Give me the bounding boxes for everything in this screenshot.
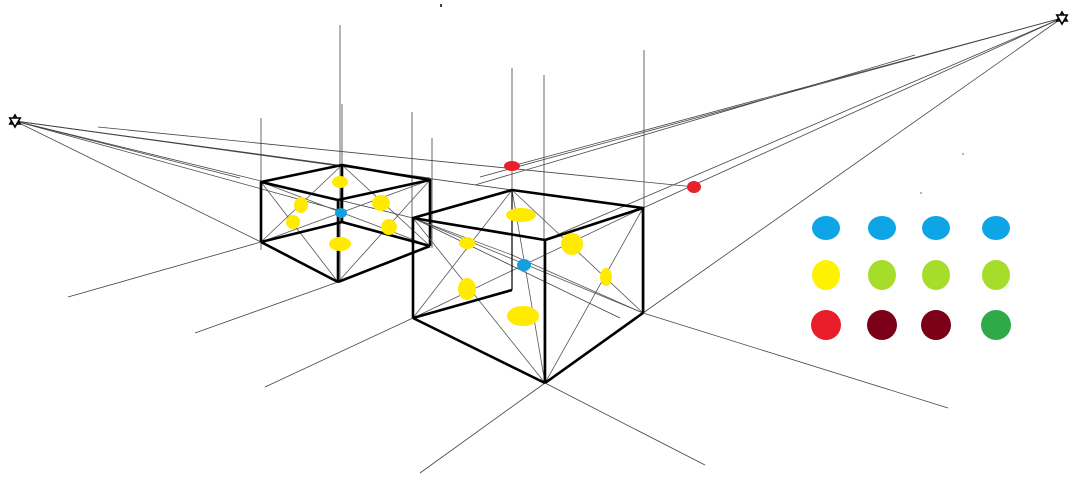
guide-line [14, 120, 262, 243]
yellow-marker [561, 233, 583, 255]
palette-swatch [812, 216, 840, 240]
vanishing-point-right [1055, 10, 1069, 26]
large-box-edge [412, 288, 513, 320]
guide-line [14, 120, 414, 219]
guide-line [642, 17, 1063, 209]
guide-line [544, 382, 706, 466]
diagonal-line [412, 189, 513, 319]
yellow-marker [381, 219, 397, 235]
yellow-marker [506, 208, 536, 222]
yellow-marker [459, 237, 475, 249]
palette-swatch [868, 216, 896, 240]
small-box [259, 163, 432, 284]
palette-swatch [922, 216, 950, 240]
palette-swatch [868, 260, 896, 290]
star-of-david-icon [8, 113, 22, 129]
palette-swatch [982, 216, 1010, 240]
red-marker [504, 161, 520, 171]
guide-line [419, 382, 546, 474]
guide-line [544, 17, 1063, 241]
guide-line [194, 281, 339, 334]
red-marker [687, 181, 701, 193]
guide-line [474, 54, 916, 186]
color-palette [811, 216, 1011, 340]
guide-line [412, 217, 621, 319]
yellow-marker [286, 215, 300, 229]
guide-line [642, 312, 949, 409]
small-box-edge [337, 244, 431, 284]
palette-swatch [982, 260, 1010, 290]
small-box-edge [260, 220, 343, 244]
guide-line [97, 126, 696, 188]
palette-swatch [867, 310, 897, 340]
yellow-marker [458, 278, 476, 300]
palette-swatch [921, 310, 951, 340]
palette-swatch [812, 260, 840, 290]
vanishing-point-left [8, 113, 22, 129]
yellow-marker [600, 268, 612, 286]
palette-swatch [981, 310, 1011, 340]
markers [286, 161, 701, 326]
yellow-marker [507, 306, 539, 326]
palette-swatch [811, 310, 841, 340]
guide-line [14, 120, 339, 211]
palette-swatch [922, 260, 950, 290]
small-box-edge [260, 240, 339, 284]
yellow-marker [329, 237, 351, 251]
star-of-david-icon [1055, 10, 1069, 26]
guide-line [67, 241, 262, 298]
yellow-marker [332, 176, 348, 188]
guide-line [14, 120, 513, 191]
diagonal-line [544, 207, 644, 384]
diagonal-line [511, 189, 546, 384]
yellow-marker [372, 195, 390, 211]
guide-line [642, 17, 1063, 314]
blue-marker [517, 259, 531, 271]
guide-line [264, 317, 414, 388]
diagonal-line [511, 254, 644, 314]
diagonal-line [412, 217, 513, 256]
large-box-edge [412, 316, 546, 385]
blue-marker [335, 208, 347, 218]
large-box-edge [544, 311, 644, 385]
yellow-marker [294, 197, 308, 213]
